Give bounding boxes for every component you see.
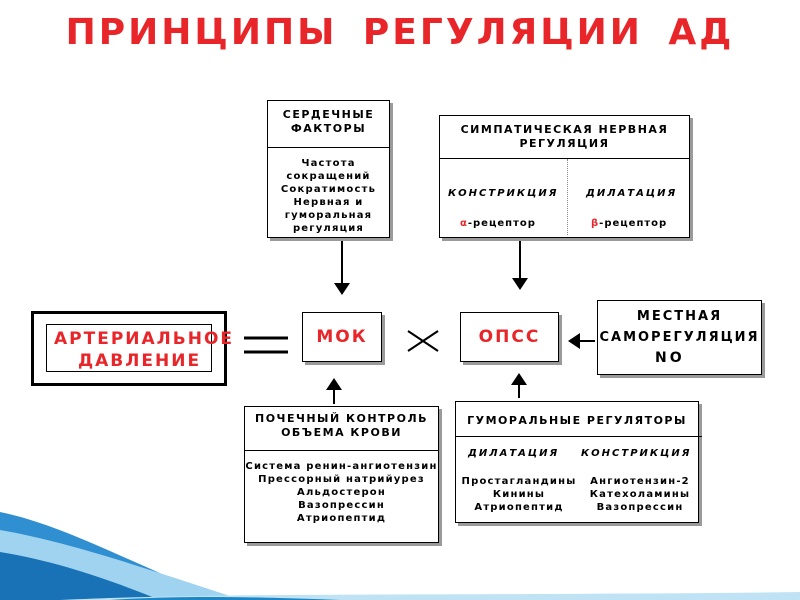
- cardiac-output-box: МОК: [302, 312, 382, 362]
- beta-symbol: β: [591, 218, 600, 229]
- humoral-dilation-label: ДИЛАТАЦИЯ: [468, 448, 560, 459]
- renal-header-line-1: ПОЧЕЧНЫЙ КОНТРОЛЬ: [255, 412, 428, 425]
- sympathetic-header-line-1: СИМПАТИЧЕСКАЯ НЕРВНАЯ: [460, 123, 669, 136]
- cardiac-factors-list: Частота сокращений Сократимость Нервная …: [268, 157, 389, 235]
- humoral-dilators-list: Простагландины Кинины Атриопептид: [460, 475, 578, 514]
- renal-line-3: Альдостерон: [297, 487, 386, 498]
- no-label: NO: [655, 350, 685, 366]
- local-line-1: МЕСТНАЯ: [636, 309, 723, 324]
- peripheral-resistance-box: ОПСС: [460, 312, 559, 362]
- bp-line-1: АРТЕРИАЛЬНОЕ: [54, 329, 235, 349]
- renal-line-1: Система ренин-ангиотензин: [245, 461, 438, 472]
- renal-list: Система ренин-ангиотензин Прессорный нат…: [245, 460, 438, 525]
- dilation-label: ДИЛАТАЦИЯ: [586, 188, 678, 199]
- renal-header: ПОЧЕЧНЫЙ КОНТРОЛЬ ОБЪЕМА КРОВИ: [245, 412, 438, 440]
- constrictor-1: Ангиотензин-2: [590, 476, 690, 487]
- divider: [440, 158, 689, 159]
- cardiac-factors-box: СЕРДЕЧНЫЕ ФАКТОРЫ Частота сокращений Сок…: [267, 100, 390, 238]
- dilator-3: Атриопептид: [474, 502, 564, 513]
- humoral-constriction-label: КОНСТРИКЦИЯ: [581, 448, 692, 459]
- cardiac-factors-header: СЕРДЕЧНЫЕ ФАКТОРЫ: [268, 108, 389, 136]
- renal-control-box: ПОЧЕЧНЫЙ КОНТРОЛЬ ОБЪЕМА КРОВИ Система р…: [244, 406, 439, 543]
- dilator-1: Простагландины: [461, 476, 577, 487]
- alpha-symbol: α: [460, 218, 468, 229]
- cardiac-line-4: гуморальная: [284, 210, 373, 221]
- opss-label: ОПСС: [478, 327, 541, 347]
- cardiac-header-line-1: СЕРДЕЧНЫЕ: [282, 108, 375, 121]
- constrictor-2: Катехоламины: [589, 489, 691, 500]
- mok-label: МОК: [316, 327, 368, 347]
- arterial-pressure-label: АРТЕРИАЛЬНОЕ ДАВЛЕНИЕ: [54, 328, 234, 372]
- arrow-cardiac-to-mok: [334, 241, 350, 295]
- divider: [456, 436, 702, 437]
- multiply-icon: [407, 330, 439, 352]
- bp-line-2: ДАВЛЕНИЕ: [78, 351, 202, 371]
- constrictor-3: Вазопрессин: [596, 502, 684, 513]
- divider: [245, 450, 438, 451]
- page-title: ПРИНЦИПЫ РЕГУЛЯЦИИ АД: [65, 12, 735, 53]
- renal-line-4: Вазопрессин: [298, 500, 385, 511]
- column-divider: [567, 159, 568, 235]
- arterial-pressure-box: АРТЕРИАЛЬНОЕ ДАВЛЕНИЕ: [31, 311, 232, 386]
- cardiac-line-1: Частота сокращений: [286, 158, 371, 182]
- local-autoregulation-box: МЕСТНАЯ САМОРЕГУЛЯЦИЯ NO: [597, 300, 762, 375]
- arrow-local-to-opss: [568, 333, 595, 349]
- constriction-label: КОНСТРИКЦИЯ: [448, 188, 559, 199]
- beta-receptor-label: -рецептор: [599, 218, 668, 229]
- humoral-constrictors-list: Ангиотензин-2 Катехоламины Вазопрессин: [582, 475, 698, 514]
- cardiac-line-5: регуляция: [292, 223, 365, 234]
- sympathetic-header-line-2: РЕГУЛЯЦИЯ: [519, 137, 610, 150]
- cardiac-header-line-2: ФАКТОРЫ: [290, 122, 367, 135]
- arrow-humoral-to-opss: [511, 373, 527, 398]
- local-autoregulation-label: МЕСТНАЯ САМОРЕГУЛЯЦИЯ NO: [598, 306, 761, 369]
- humoral-regulators-box: ГУМОРАЛЬНЫЕ РЕГУЛЯТОРЫ ДИЛАТАЦИЯ КОНСТРИ…: [455, 401, 702, 523]
- humoral-header: ГУМОРАЛЬНЫЕ РЕГУЛЯТОРЫ: [467, 414, 687, 427]
- alpha-receptor: α-рецептор: [460, 218, 536, 229]
- arrow-sympathetic-to-opss: [512, 241, 528, 290]
- sympathetic-header: СИМПАТИЧЕСКАЯ НЕРВНАЯ РЕГУЛЯЦИЯ: [440, 123, 689, 151]
- divider: [268, 147, 389, 148]
- equals-icon: [244, 336, 288, 354]
- alpha-receptor-label: -рецептор: [467, 218, 536, 229]
- arrow-renal-to-mok: [326, 378, 342, 404]
- decorative-wave: [0, 512, 800, 600]
- arterial-pressure-inner-frame: [46, 324, 212, 372]
- cardiac-line-3: Нервная и: [293, 197, 364, 208]
- cardiac-line-2: Сократимость: [280, 184, 377, 195]
- renal-header-line-2: ОБЪЕМА КРОВИ: [281, 426, 402, 439]
- renal-line-5: Атриопептид: [296, 513, 387, 524]
- local-line-2: САМОРЕГУЛЯЦИЯ: [599, 330, 760, 345]
- dilator-2: Кинины: [492, 489, 546, 500]
- renal-line-2: Прессорный натрийурез: [258, 474, 425, 485]
- beta-receptor: β-рецептор: [591, 218, 667, 229]
- sympathetic-regulation-box: СИМПАТИЧЕСКАЯ НЕРВНАЯ РЕГУЛЯЦИЯ КОНСТРИК…: [439, 115, 690, 238]
